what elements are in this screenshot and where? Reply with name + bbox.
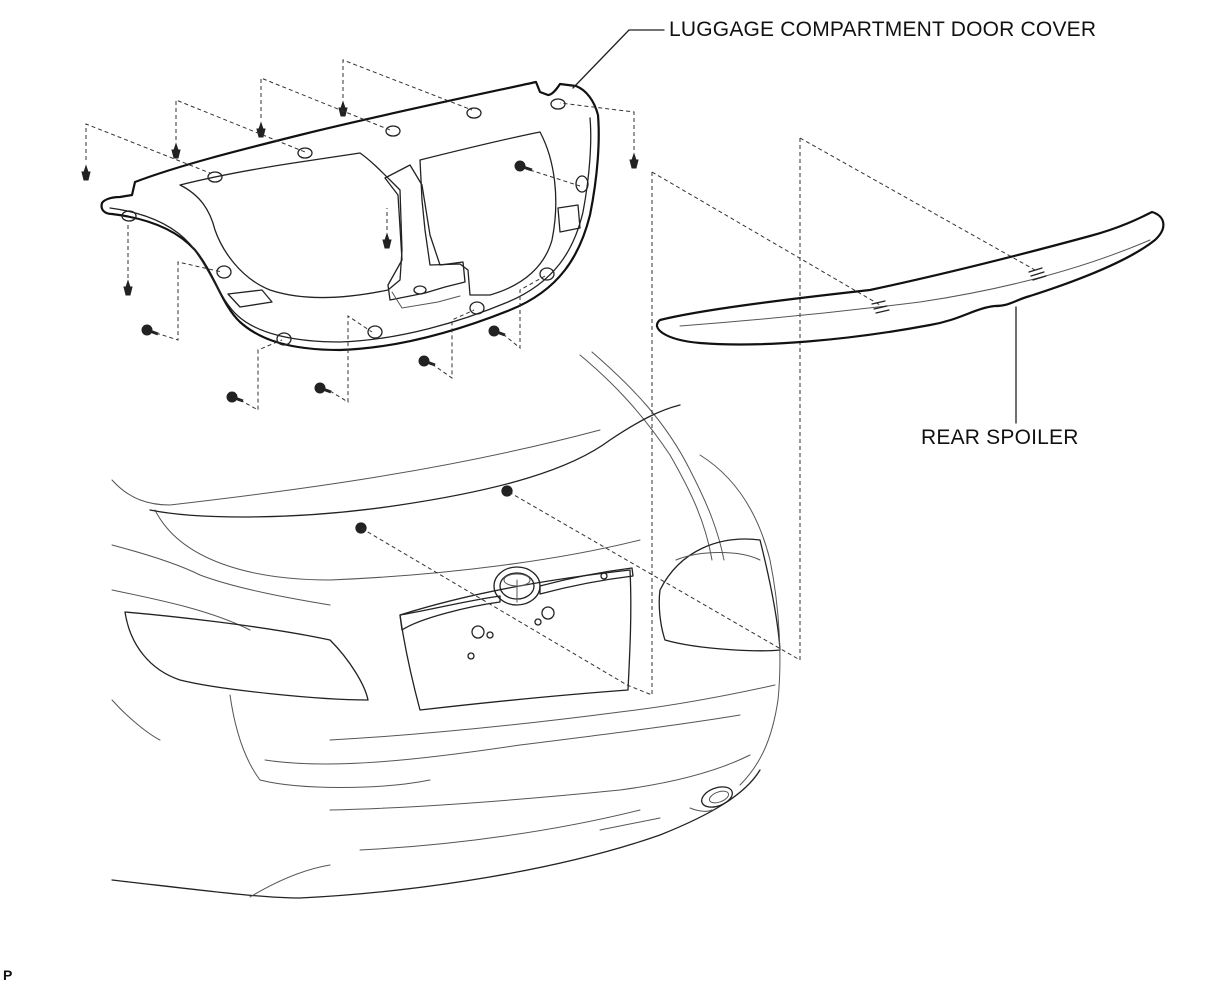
luggage-compartment-door-cover-label: LUGGAGE COMPARTMENT DOOR COVER	[669, 18, 1097, 41]
car-body	[111, 351, 781, 899]
rear-spoiler-label: REAR SPOILER	[921, 426, 1079, 449]
leader-lines	[572, 29, 1017, 424]
assembly-guide-lines	[85, 59, 1036, 696]
page-code-label: P	[3, 967, 13, 983]
luggage-compartment-door-cover	[100, 80, 600, 352]
rear-spoiler	[655, 210, 1165, 346]
clip-fasteners	[81, 100, 639, 403]
